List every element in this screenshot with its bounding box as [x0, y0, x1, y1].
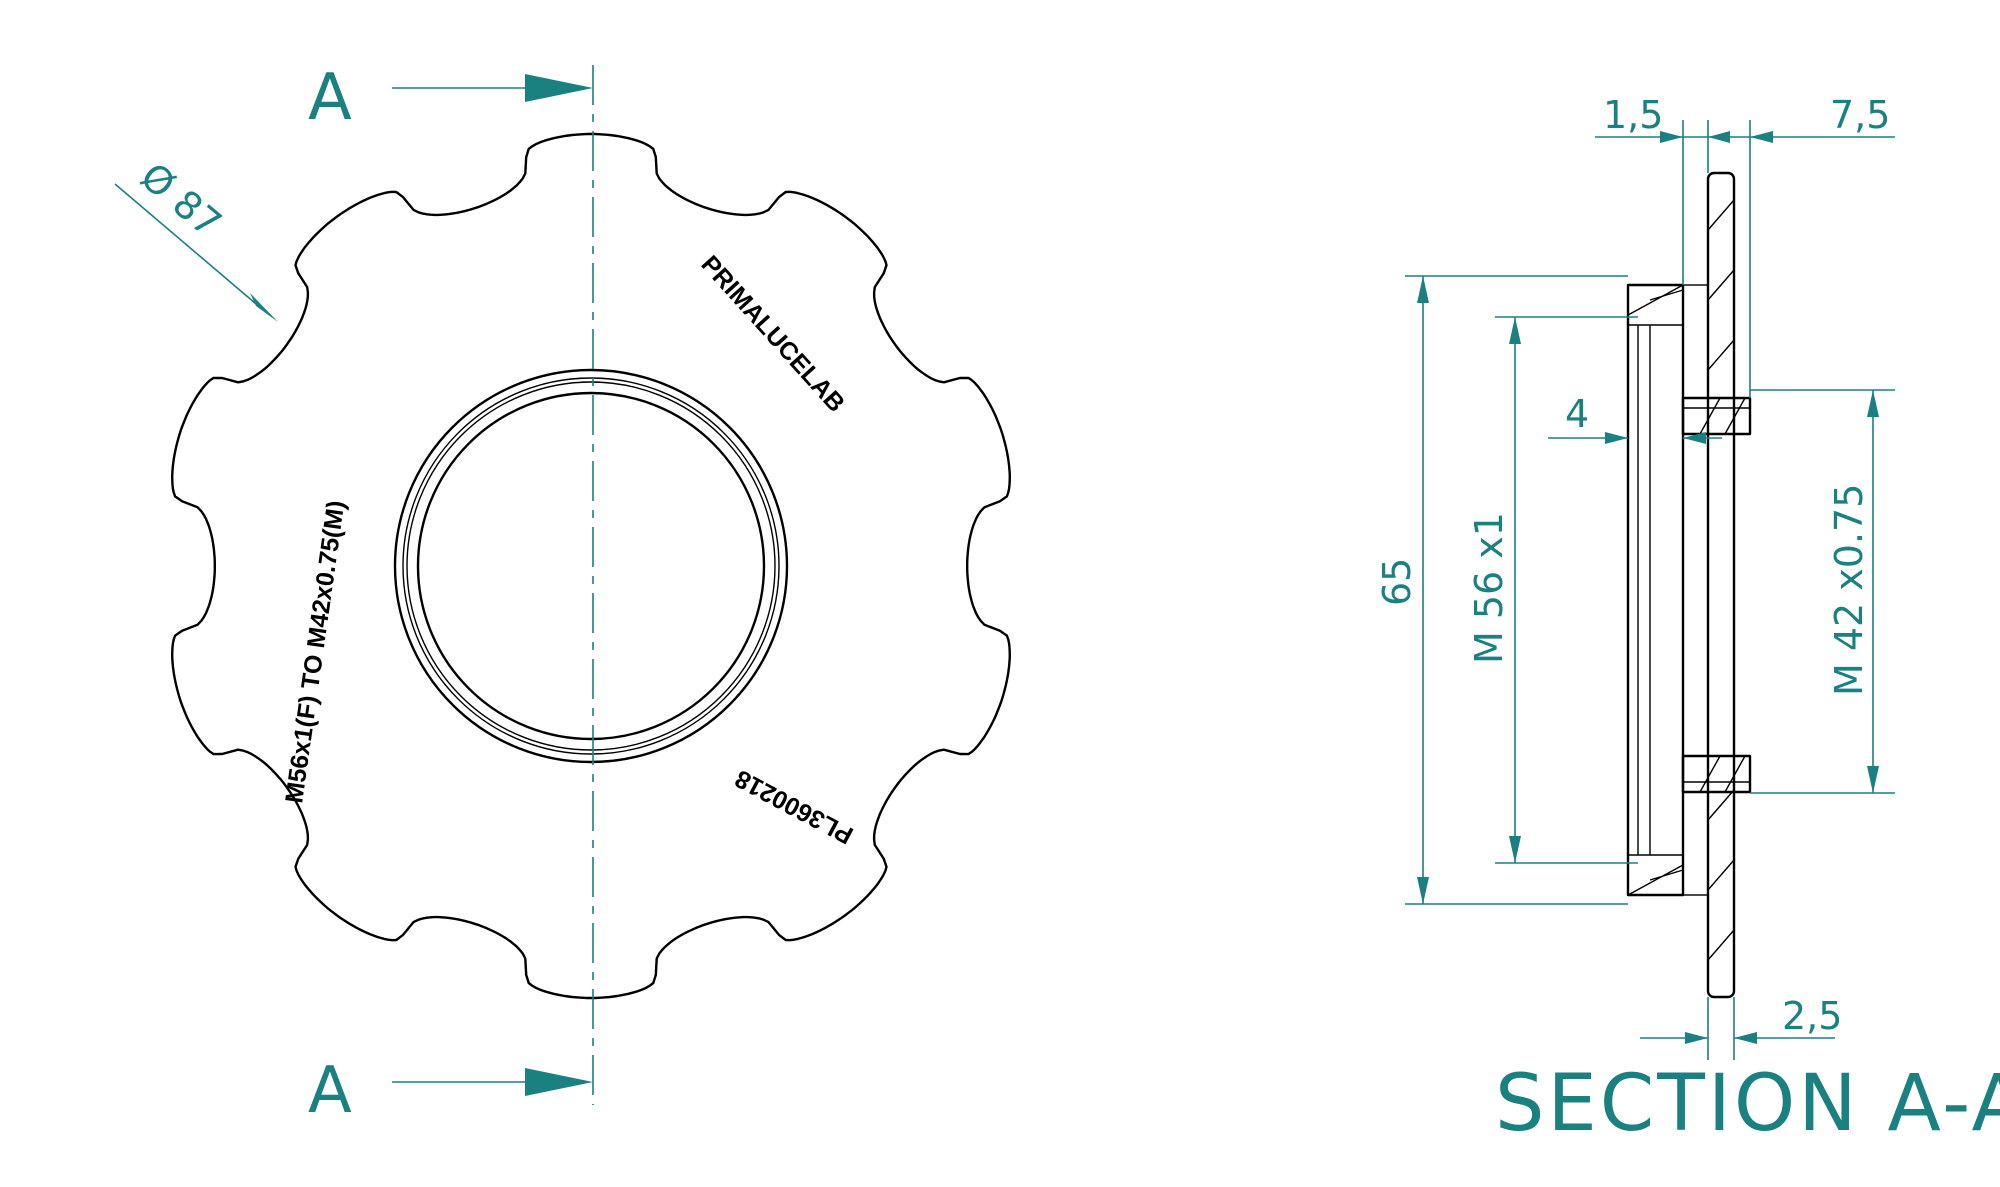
male-thread-sleeve — [1681, 396, 1752, 794]
dim-overall: 65 — [1375, 558, 1419, 606]
outer-bore-ring — [393, 368, 789, 764]
engraving-code: PL3600218 — [730, 764, 857, 849]
inner-bore-ring — [416, 391, 766, 741]
section-arrow-bottom — [392, 1068, 593, 1096]
section-title: SECTION A-A — [1495, 1059, 2000, 1149]
female-ring-body — [1626, 283, 1709, 897]
section-view: 1,5 7,5 65 M 56 x1 4 M 42 x0.75 2,5 SECT… — [1375, 93, 2000, 1149]
dim-top-left: 1,5 — [1603, 93, 1663, 137]
engraving-thread: M56x1(F) TO M42x0.75(M) — [280, 499, 350, 805]
dim-recess: 4 — [1565, 392, 1589, 436]
dim-m42: M 42 x0.75 — [1827, 484, 1871, 696]
thread-ring-inner — [406, 381, 776, 751]
dimension-lines — [1405, 120, 1895, 1060]
thread-ring — [402, 377, 780, 755]
dim-top-right: 7,5 — [1830, 93, 1890, 137]
front-view: PRIMALUCELAB M56x1(F) TO M42x0.75(M) PL3… — [114, 61, 1011, 1128]
section-letter-top: A — [308, 61, 352, 135]
section-arrow-top — [392, 74, 593, 102]
adapter-scalloped-outline — [171, 132, 1011, 1000]
dim-m56: M 56 x1 — [1467, 512, 1511, 664]
engraving-brand: PRIMALUCELAB — [696, 250, 851, 417]
flange-plate — [1706, 171, 1736, 999]
diameter-label: Ø 87 — [132, 154, 229, 246]
dim-bottom: 2,5 — [1782, 994, 1842, 1038]
diameter-leader — [114, 183, 278, 322]
section-letter-bottom: A — [308, 1054, 352, 1128]
